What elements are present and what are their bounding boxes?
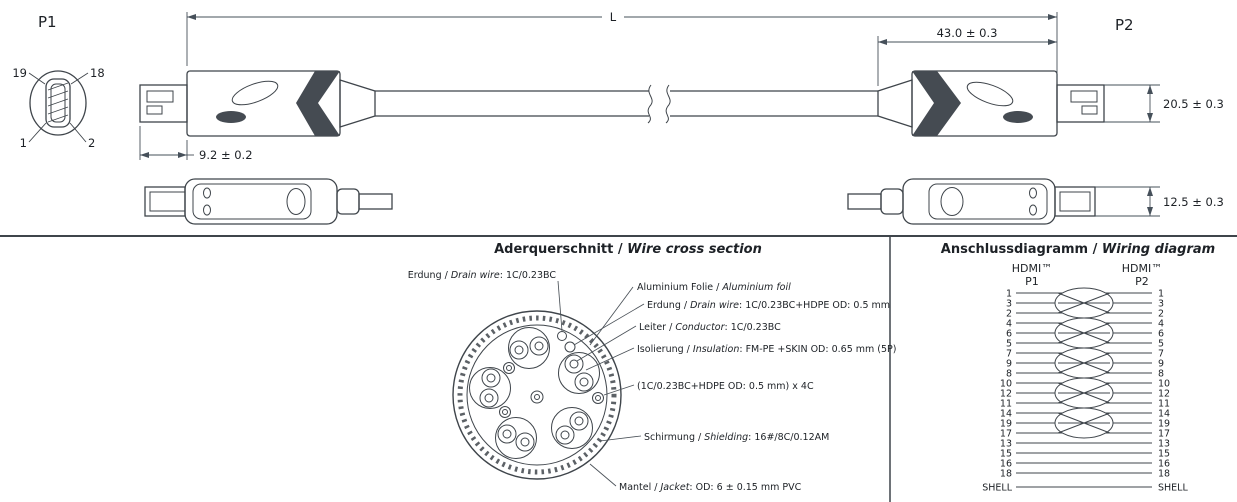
wiring-shell-right: SHELL <box>1158 483 1188 494</box>
face-pin-19-label: 19 <box>12 66 27 80</box>
wiring-pin-left: 13 <box>1000 439 1012 450</box>
wiring-pin-left: 6 <box>1006 329 1012 340</box>
p1-label: P1 <box>38 13 57 31</box>
wiring-left-port: P1 <box>1025 275 1039 288</box>
wiring-pin-left: 12 <box>1000 389 1012 400</box>
wiring-pin-right: 2 <box>1158 309 1164 320</box>
cable-break-mark <box>665 84 671 124</box>
wiring-pin-right: 19 <box>1158 419 1170 430</box>
cable-break-mark <box>647 84 653 124</box>
wiring-pin-right: 11 <box>1158 399 1170 410</box>
wiring-pin-left: 4 <box>1006 319 1012 330</box>
wiring-pin-left: 9 <box>1006 359 1012 370</box>
wiring-pin-left: 5 <box>1006 339 1012 350</box>
cross-section-drawing <box>452 310 622 480</box>
shield-braid-ring <box>457 315 617 475</box>
wiring-pin-right: 15 <box>1158 449 1170 460</box>
wiring-right-header: HDMI™ <box>1122 262 1162 275</box>
wiring-pin-numbers-right: 1 3 2 4 6 5 7 9 8 10 12 11 14 19 17 13 1… <box>1158 289 1188 494</box>
left-plug-brand-logo <box>216 111 246 123</box>
callout-4c-wires: (1C/0.23BC+HDPE OD: 0.5 mm) x 4C <box>637 381 814 392</box>
wiring-pin-left: 3 <box>1006 299 1012 310</box>
wiring-pin-right: 13 <box>1158 439 1170 450</box>
wiring-right-port: P2 <box>1135 275 1149 288</box>
dimension-lines <box>139 12 1160 217</box>
wiring-diagram-title: Anschlussdiagramm / Wiring diagram <box>941 242 1215 257</box>
p1-connector-face-view <box>28 70 89 143</box>
face-pin-2-label: 2 <box>88 136 95 150</box>
dim-connector-length-label: 43.0 ± 0.3 <box>937 26 998 40</box>
p2-label: P2 <box>1115 16 1134 34</box>
cable-assembly-drawing: P1 19 18 1 2 <box>12 10 1224 225</box>
callout-jacket: Mantel / Jacket: OD: 6 ± 0.15 mm PVC <box>619 482 802 493</box>
single-wires <box>499 331 604 418</box>
wiring-pin-right: 14 <box>1158 409 1170 420</box>
face-pin-18-label: 18 <box>90 66 105 80</box>
wiring-pin-left: 14 <box>1000 409 1012 420</box>
wiring-pin-left: 1 <box>1006 289 1012 300</box>
cable-top-view <box>144 178 1096 225</box>
callout-conductor: Leiter / Conductor: 1C/0.23BC <box>639 322 781 333</box>
twisted-pair-symbols <box>1054 287 1114 439</box>
wiring-pin-right: 5 <box>1158 339 1164 350</box>
callout-drain-wire-insulated: Erdung / Drain wire: 1C/0.23BC+HDPE OD: … <box>647 300 890 311</box>
left-plug-grip-accent <box>296 71 340 136</box>
wiring-shell-left: SHELL <box>982 483 1012 494</box>
wiring-pin-left: 11 <box>1000 399 1012 410</box>
dim-connector-height-label: 20.5 ± 0.3 <box>1163 97 1224 111</box>
face-pin-1-label: 1 <box>20 136 27 150</box>
cross-section-title: Aderquerschnitt / Wire cross section <box>494 242 762 257</box>
wiring-pin-right: 10 <box>1158 379 1170 390</box>
wiring-left-header: HDMI™ <box>1012 262 1052 275</box>
callout-aluminium-foil: Aluminium Folie / Aluminium foil <box>637 282 791 293</box>
wiring-pin-right: 12 <box>1158 389 1170 400</box>
wiring-pin-left: 19 <box>1000 419 1012 430</box>
wiring-pin-right: 6 <box>1158 329 1164 340</box>
dimension-arrowheads <box>140 14 1153 216</box>
wiring-pin-right: 18 <box>1158 469 1170 480</box>
callout-leader-lines <box>557 280 645 487</box>
twisted-pair-group <box>469 327 600 459</box>
wiring-pin-left: 8 <box>1006 369 1012 380</box>
wiring-diagram: Anschlussdiagramm / Wiring diagram HDMI™… <box>941 242 1215 494</box>
wiring-pin-numbers-left: 1 3 2 4 6 5 7 9 8 10 12 11 14 19 17 13 1… <box>982 289 1012 494</box>
wiring-pin-right: 9 <box>1158 359 1164 370</box>
wiring-pin-left: 17 <box>1000 429 1012 440</box>
right-plug-brand-logo <box>1003 111 1033 123</box>
wiring-pin-right: 16 <box>1158 459 1170 470</box>
wiring-pin-right: 4 <box>1158 319 1164 330</box>
wiring-pin-right: 3 <box>1158 299 1164 310</box>
wiring-pin-left: 2 <box>1006 309 1012 320</box>
pin-hatching <box>47 82 69 123</box>
wiring-pin-left: 15 <box>1000 449 1012 460</box>
wire-cross-section: Aderquerschnitt / Wire cross section <box>408 242 897 493</box>
wiring-pin-left: 10 <box>1000 379 1012 390</box>
wiring-pin-left: 18 <box>1000 469 1012 480</box>
wiring-pin-right: 7 <box>1158 349 1164 360</box>
dim-overall-length-label: L <box>610 10 617 24</box>
wiring-pin-left: 16 <box>1000 459 1012 470</box>
right-plug-grip-accent <box>912 71 961 136</box>
aluminium-foil-ring <box>466 324 608 466</box>
pin-leader-lines <box>28 72 89 143</box>
dim-tip-length-label: 9.2 ± 0.2 <box>199 148 253 162</box>
callout-shielding: Schirmung / Shielding: 16#/8C/0.12AM <box>644 432 829 443</box>
dim-connector-thickness-label: 12.5 ± 0.3 <box>1163 195 1224 209</box>
wiring-pin-right: 1 <box>1158 289 1164 300</box>
wiring-pin-right: 8 <box>1158 369 1164 380</box>
callout-drain-wire-bare: Erdung / Drain wire: 1C/0.23BC <box>408 270 557 281</box>
cable-side-view <box>139 70 1105 137</box>
wiring-pin-right: 17 <box>1158 429 1170 440</box>
wiring-pin-left: 7 <box>1006 349 1012 360</box>
callout-insulation: Isolierung / Insulation: FM-PE +SKIN OD:… <box>637 344 896 355</box>
